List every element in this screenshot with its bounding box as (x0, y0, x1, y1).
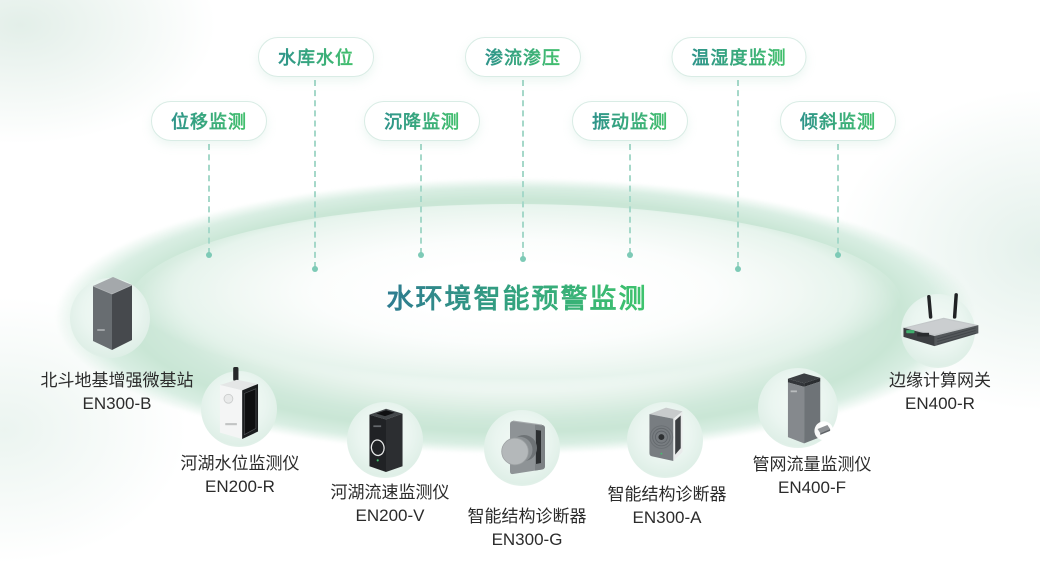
device-label: 智能结构诊断器 EN300-G (468, 505, 587, 551)
device-name: 河湖流速监测仪 (330, 483, 450, 502)
device-label: 管网流量监测仪 EN400-F (753, 453, 872, 499)
structure-diagnoser-a-icon (649, 407, 683, 462)
page-title: 水环境智能预警监测 (387, 277, 648, 316)
device-label: 河湖流速监测仪 EN200-V (331, 481, 450, 527)
connector-displacement (206, 144, 212, 258)
device-model: EN300-B (82, 394, 152, 413)
tag-tilt: 倾斜监测 (780, 101, 896, 141)
device-model: EN300-A (632, 508, 702, 527)
device-label: 北斗地基增强微基站 EN300-B (41, 369, 194, 415)
device-name: 智能结构诊断器 (467, 507, 587, 526)
device-name: 边缘计算网关 (889, 371, 991, 390)
platform-ellipse-inner (128, 204, 902, 404)
connector-temp-humidity (735, 80, 741, 272)
device-name: 北斗地基增强微基站 (40, 371, 194, 390)
tag-displacement: 位移监测 (151, 101, 267, 141)
tag-label: 温湿度监测 (691, 48, 787, 68)
tag-label: 沉降监测 (384, 112, 460, 132)
tag-label: 渗流渗压 (485, 48, 561, 68)
device-model: EN300-G (491, 530, 563, 549)
tag-vibration: 振动监测 (572, 101, 688, 141)
tag-seepage-pressure: 渗流渗压 (465, 37, 581, 77)
device-name: 智能结构诊断器 (607, 485, 727, 504)
pipe-flow-monitor-icon (787, 373, 834, 444)
device-label: 河湖水位监测仪 EN200-R (181, 452, 300, 498)
beidou-station-icon (92, 277, 133, 350)
tag-settlement: 沉降监测 (364, 101, 480, 141)
connector-reservoir-water-level (312, 80, 318, 272)
connector-vibration (627, 144, 633, 258)
device-model: EN400-R (905, 394, 975, 413)
connector-settlement (418, 144, 424, 258)
device-label: 智能结构诊断器 EN300-A (608, 483, 727, 529)
device-model: EN200-R (205, 477, 275, 496)
tag-label: 位移监测 (171, 112, 247, 132)
device-name: 管网流量监测仪 (752, 455, 872, 474)
tag-reservoir-water-level: 水库水位 (258, 37, 374, 77)
tag-label: 水库水位 (278, 48, 354, 68)
connector-seepage-pressure (520, 80, 526, 262)
structure-diagnoser-g-icon (501, 420, 545, 475)
device-name: 河湖水位监测仪 (180, 454, 300, 473)
device-model: EN400-F (777, 478, 847, 497)
tag-label: 振动监测 (592, 112, 668, 132)
water-level-monitor-icon (219, 367, 259, 439)
tag-temp-humidity: 温湿度监测 (671, 37, 807, 77)
connector-tilt (835, 144, 841, 258)
flow-velocity-monitor-icon (369, 408, 403, 473)
tag-label: 倾斜监测 (800, 112, 876, 132)
edge-gateway-icon (903, 293, 979, 347)
device-label: 边缘计算网关 EN400-R (889, 369, 991, 415)
device-model: EN200-V (355, 506, 425, 525)
